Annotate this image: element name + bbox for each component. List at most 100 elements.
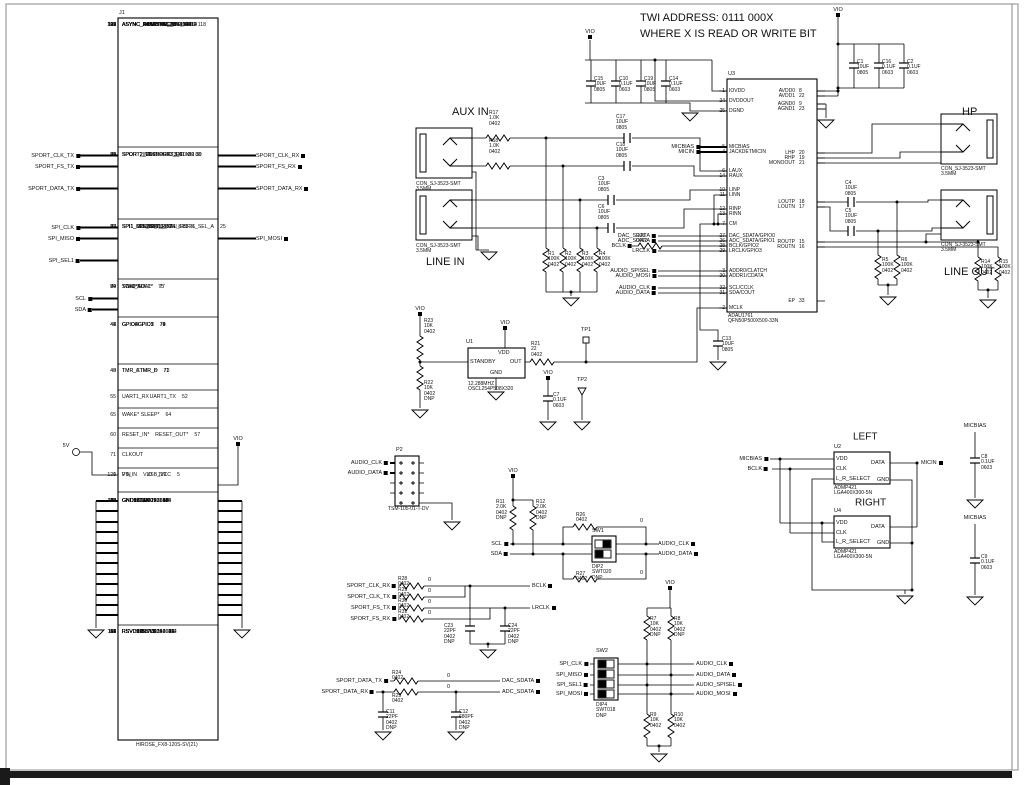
net-label: 0 (428, 599, 431, 605)
net-label: BCLK (612, 243, 632, 249)
net-terminal-square (392, 617, 396, 621)
component-label: C19 10UF 0805 (644, 76, 657, 93)
pin-number: 94 (182, 22, 188, 28)
pin-number: 28 (719, 243, 725, 249)
net-label-text: U4 (834, 508, 842, 514)
net-label: SPORT_DATA_RX (256, 186, 309, 192)
component-label: 12.288MHZ OSCL254P508X320 (468, 381, 514, 393)
pin-number: 120 (186, 22, 196, 28)
net-label: AUDIO_DATA (348, 470, 388, 476)
pin-name: MICBIAS (729, 144, 750, 150)
net-label-text: VDD (836, 456, 848, 462)
pin-number: 22 (799, 93, 805, 99)
junction-dots (381, 42, 990, 748)
net-label-text: AUDIO_CLK (696, 661, 728, 667)
net-label-text: MICBIAS (963, 515, 987, 521)
pin-name: AGND0 (777, 101, 795, 107)
component-label: R5 100K 0402 (882, 257, 894, 274)
net-label-text: BCLK (747, 466, 762, 472)
net-label: SPORT_FS_TX (35, 164, 80, 170)
pin-name: ASYNC_D15 (122, 22, 153, 28)
pin-number: 107 (107, 22, 116, 28)
component-label: C11 22PF 0402 DNP (386, 709, 398, 732)
pin-number: 95 (182, 22, 189, 28)
net-label-text: 0 (428, 588, 432, 594)
pin-name: ASYNC_AMS1 (122, 22, 157, 28)
net-terminal-square (584, 683, 588, 687)
net-terminal-square (384, 471, 388, 475)
pin-name: ASYNC_D1 (149, 22, 177, 28)
net-label-text: SPORT_FS_TX (34, 163, 74, 170)
net-label: AUDIO_DATA (696, 672, 737, 678)
net-terminal-square (384, 679, 388, 683)
net-label: SPI_CLK (559, 661, 588, 667)
net-label: STANDBY (470, 359, 496, 365)
net-label: L_R_SELECT (836, 476, 871, 482)
pin-name: LINN (729, 192, 741, 198)
net-label-text: 0 (428, 610, 432, 616)
section-title: RIGHT (855, 497, 887, 509)
net-label-text: LRCLK (532, 605, 550, 611)
component-label: R22 10K 0402 DNP (424, 380, 436, 403)
pin-number: 12 (719, 206, 725, 212)
pin-number: 30 (719, 273, 725, 279)
pin-number: 32 (719, 285, 725, 291)
pin-name: AGND1 (777, 106, 795, 112)
net-label: VIO (233, 436, 242, 442)
net-label: VDD (836, 520, 848, 526)
net-terminal-square (392, 584, 396, 588)
net-label-text: SPORT_FS_TX (350, 605, 390, 611)
net-label: DAC_SDATA (502, 678, 541, 684)
net-label-text: MICBIAS (671, 144, 694, 150)
pin-number: 31 (719, 290, 725, 296)
pin-number: 118 (197, 22, 207, 28)
pin-number: 19 (799, 155, 805, 161)
pin-name: DVDDOUT (729, 98, 754, 104)
net-label: MICBIAS (964, 515, 987, 521)
net-terminal-square (392, 595, 396, 599)
pin-name: ASYNC_D9 (149, 22, 177, 28)
net-label: MICBIAS (739, 456, 768, 462)
net-label: AUDIO_SPISEL (696, 682, 742, 688)
net-terminal-square (504, 542, 508, 546)
net-label: VIO (500, 320, 509, 326)
component-label: R18 1.0K 0402 (489, 138, 501, 155)
component-label: R17 1.0K 0402 (489, 110, 501, 127)
net-terminal-square (696, 145, 700, 149)
component-label: R1 100K 0402 (548, 251, 560, 268)
net-label: CLK (836, 530, 847, 536)
pin-number: 23 (799, 106, 805, 112)
pin-name: MONOOUT (768, 160, 795, 166)
net-label: MICIN (678, 149, 700, 155)
component-label: C4 10UF 0805 (845, 180, 858, 197)
resistors (393, 134, 1002, 739)
component-label: C7 0.1UF 0603 (553, 392, 567, 409)
net-label: BCLK (748, 466, 768, 472)
pin-name: ASYNC_D0 (122, 22, 150, 28)
net-label: TP2 (577, 377, 587, 383)
component-label: R31 0402 (398, 609, 410, 621)
net-label-text: SDA (490, 551, 502, 557)
net-label-text: VIO (543, 370, 553, 376)
net-label: U1 (466, 339, 473, 345)
net-label: BCLK (532, 583, 553, 589)
